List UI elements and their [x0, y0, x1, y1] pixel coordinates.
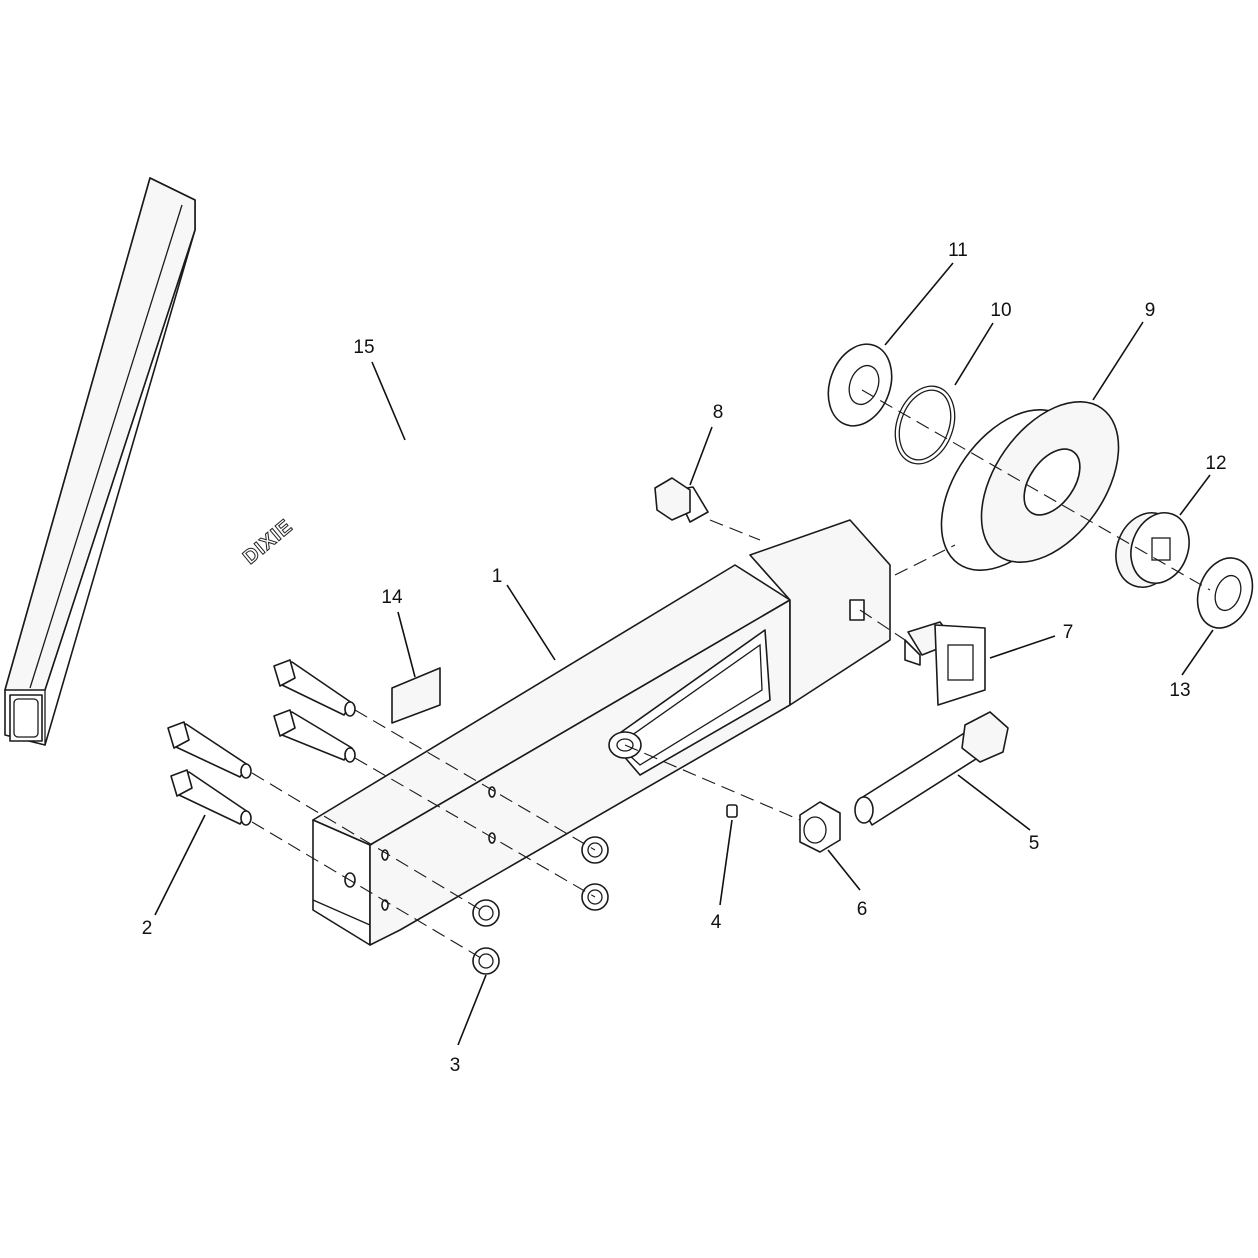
square-tube-part-15: DIXIE	[4, 177, 298, 746]
callout-8: 8	[713, 402, 724, 423]
hex-nut-part-6	[799, 801, 841, 853]
callout-10: 10	[990, 300, 1011, 321]
callout-7: 7	[1063, 622, 1074, 643]
callout-1: 1	[492, 566, 503, 587]
callout-5: 5	[1029, 833, 1040, 854]
callout-3: 3	[450, 1055, 461, 1076]
grease-fitting-part-4	[726, 804, 738, 818]
decal-part-14	[391, 667, 441, 724]
callout-4: 4	[711, 912, 722, 933]
callout-labels: 1 2 3 4 5 6 7 8 9 10 11 12 13 14 15	[142, 240, 1227, 1076]
callout-13: 13	[1169, 680, 1190, 701]
callout-14: 14	[381, 587, 403, 608]
callout-6: 6	[857, 899, 868, 920]
arm-bracket-part-1	[312, 519, 891, 946]
washer-part-11	[827, 343, 893, 427]
callout-15: 15	[353, 337, 374, 358]
brand-logo-text: DIXIE	[239, 515, 297, 569]
callout-9: 9	[1145, 300, 1156, 321]
callout-2: 2	[142, 918, 153, 939]
callout-11: 11	[948, 240, 968, 261]
bolts-part-2	[167, 659, 356, 826]
flange-nuts-part-3	[472, 836, 609, 975]
square-bushing-part-7	[904, 621, 986, 706]
bearing-part-12	[1115, 512, 1190, 588]
snap-ring-part-10	[894, 385, 956, 465]
bolt-part-8	[654, 477, 709, 523]
pivot-bolt-part-5	[854, 711, 1009, 826]
washer-part-13	[1196, 557, 1254, 629]
callout-12: 12	[1205, 453, 1226, 474]
assembly-lines	[251, 389, 1211, 962]
leader-lines	[154, 262, 1214, 1046]
wheel-part-9	[940, 401, 1120, 571]
